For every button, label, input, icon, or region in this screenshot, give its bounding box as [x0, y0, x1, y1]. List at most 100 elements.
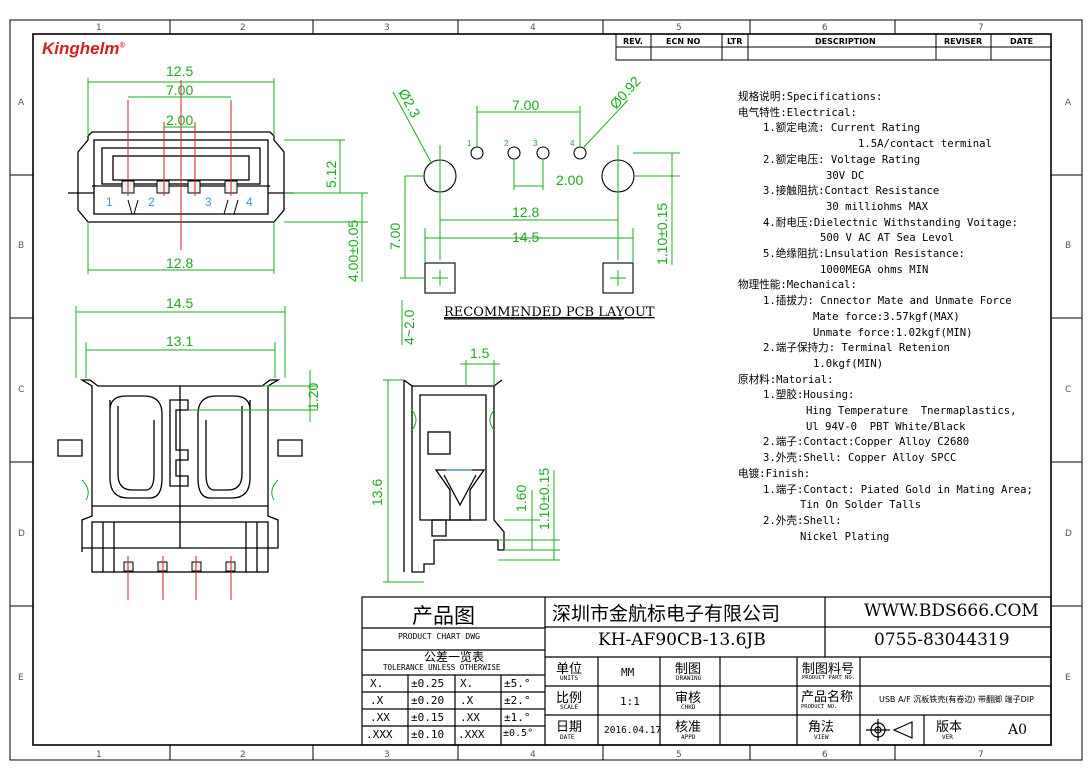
- tol-cell: X.: [460, 677, 474, 690]
- tol-cell: .XX: [370, 711, 390, 724]
- dim-5-12: 5.12: [323, 161, 339, 188]
- pcb-dim-2-00: 2.00: [556, 172, 583, 188]
- phone-number: 0755-83044319: [874, 630, 1010, 650]
- tol-cell: ±0.25: [411, 677, 445, 690]
- top-dim-13-1: 13.1: [166, 333, 193, 349]
- projection-symbol-icon: [866, 719, 913, 741]
- company-name: 深圳市金航标电子有限公司: [552, 603, 781, 625]
- pcb-layout: 7.00 Ø2.3 Ø0.92 2.00 12.8 14.5 7.00 1.10…: [387, 73, 680, 345]
- pcb-layout-caption: RECOMMENDED PCB LAYOUT: [444, 305, 655, 320]
- tolerance-title: 公差一览表: [424, 650, 485, 664]
- drawing-title: 产品图: [412, 604, 475, 628]
- front-view: 12.5 7.00 2.00 12.8 5.12 4.00±0.05 1 2 3…: [68, 63, 368, 282]
- revision-block: [615, 33, 1052, 61]
- grid-col-label: 4: [530, 750, 536, 760]
- product-name-label-en: PRODUCT NO.: [801, 704, 838, 710]
- grid-col-label: 6: [822, 23, 828, 33]
- tol-cell: ±5.°: [504, 677, 531, 690]
- grid-col-label: 3: [384, 23, 390, 33]
- scale-label: 比例: [556, 691, 583, 706]
- product-name-label: 产品名称: [801, 690, 854, 705]
- grid-row-label: A: [18, 98, 25, 108]
- grid-col-label: 1: [96, 23, 102, 33]
- grid-col-label: 7: [978, 23, 984, 33]
- part-number: KH-AF90CB-13.6JB: [598, 630, 766, 650]
- specifications-list: 规格说明:Specifications: 电气特性:Electrical: 1.…: [738, 91, 1033, 543]
- drawing-label-en: DRAWING: [676, 675, 702, 682]
- product-no-label: 制图料号: [802, 662, 855, 677]
- pcb-dim-4-2: 4~2.0: [401, 309, 417, 345]
- pcb-dim-1-10: 1.10±0.15: [654, 203, 670, 265]
- grid-col-label: 6: [822, 750, 828, 760]
- grid-row-label: C: [18, 385, 24, 395]
- scale-label-en: SCALE: [560, 704, 579, 711]
- grid-col-label: 5: [676, 750, 682, 760]
- drawing-title-en: PRODUCT CHART DWG: [398, 632, 480, 641]
- pcb-dim-14-5: 14.5: [512, 229, 539, 245]
- tol-cell: .XX: [460, 711, 480, 724]
- grid-col-label: 2: [240, 23, 246, 33]
- tol-cell: ±1.°: [504, 711, 531, 724]
- pcb-pin-label: 1: [467, 139, 472, 148]
- grid-row-label: D: [18, 529, 25, 539]
- pin-label: 2: [148, 195, 155, 209]
- pin-label: 4: [246, 195, 253, 209]
- side-view: 1.5 13.6 1.60 1.10±0.15: [369, 345, 560, 583]
- tol-cell: ±0.20: [411, 694, 445, 707]
- date-label-en: DATE: [560, 734, 575, 741]
- pin-label: 1: [106, 195, 113, 209]
- side-dim-1-5: 1.5: [470, 345, 490, 361]
- scale-value: 1:1: [620, 695, 640, 708]
- units-label-en: UNITS: [560, 675, 579, 682]
- top-dim-14-5: 14.5: [166, 295, 193, 311]
- tol-cell: ±0.5°: [503, 728, 534, 739]
- tolerance-title-en: TOLERANCE UNLESS OTHERWISE: [383, 663, 501, 672]
- title-block: [361, 596, 1052, 746]
- tol-cell: .X: [370, 694, 384, 707]
- tol-cell: ±2.°: [504, 694, 531, 707]
- kinghelm-logo: Kinghelm®: [42, 39, 125, 58]
- approved-label-en: APPD: [681, 734, 696, 741]
- dim-7-00: 7.00: [166, 82, 193, 98]
- date-header: DATE: [1010, 37, 1033, 46]
- rev-header: REV.: [623, 37, 643, 46]
- dim-12-8: 12.8: [166, 255, 193, 271]
- reviser-header: REVISER: [944, 37, 982, 46]
- approved-label: 核准: [675, 720, 702, 735]
- version-label: 版本: [936, 720, 963, 735]
- date-label: 日期: [556, 720, 583, 735]
- ltr-header: LTR: [727, 37, 742, 46]
- side-dim-1-60: 1.60: [513, 485, 529, 512]
- grid-col-label: 7: [978, 750, 984, 760]
- dim-4-00: 4.00±0.05: [345, 220, 361, 282]
- tol-cell: ±0.15: [411, 711, 445, 724]
- grid-row-label: E: [18, 673, 24, 683]
- dim-12-5: 12.5: [166, 63, 193, 79]
- pcb-dim-7-00: 7.00: [512, 97, 539, 113]
- view-label: 角法: [808, 720, 835, 735]
- pcb-dim-12-8: 12.8: [512, 204, 539, 220]
- tol-cell: X.: [370, 677, 384, 690]
- version-value: A0: [1008, 722, 1028, 738]
- description-header: DESCRIPTION: [815, 37, 876, 46]
- drawing-label: 制图: [675, 662, 702, 677]
- grid-row-label: A: [1065, 98, 1072, 108]
- pcb-pin-label: 2: [504, 139, 509, 148]
- grid-col-label: 5: [676, 23, 682, 33]
- tol-cell: ±0.10: [411, 728, 445, 741]
- grid-col-label: 3: [384, 750, 390, 760]
- version-label-en: VER: [942, 734, 953, 741]
- grid-col-label: 4: [530, 23, 536, 33]
- pcb-dim-7-00-vertical: 7.00: [387, 223, 403, 250]
- tol-cell: .XXX: [458, 728, 485, 741]
- pcb-pin-label: 3: [533, 139, 538, 148]
- product-no-label-en: PRODUCT PART NO.: [802, 675, 855, 681]
- dim-2-00: 2.00: [166, 112, 193, 128]
- view-label-en: VIEW: [814, 734, 829, 741]
- grid-row-label: E: [1065, 673, 1071, 683]
- grid-row-label: B: [18, 241, 24, 251]
- side-dim-13-6: 13.6: [369, 479, 385, 506]
- ecn-header: ECN NO: [666, 37, 701, 46]
- tol-cell: .XXX: [366, 728, 393, 741]
